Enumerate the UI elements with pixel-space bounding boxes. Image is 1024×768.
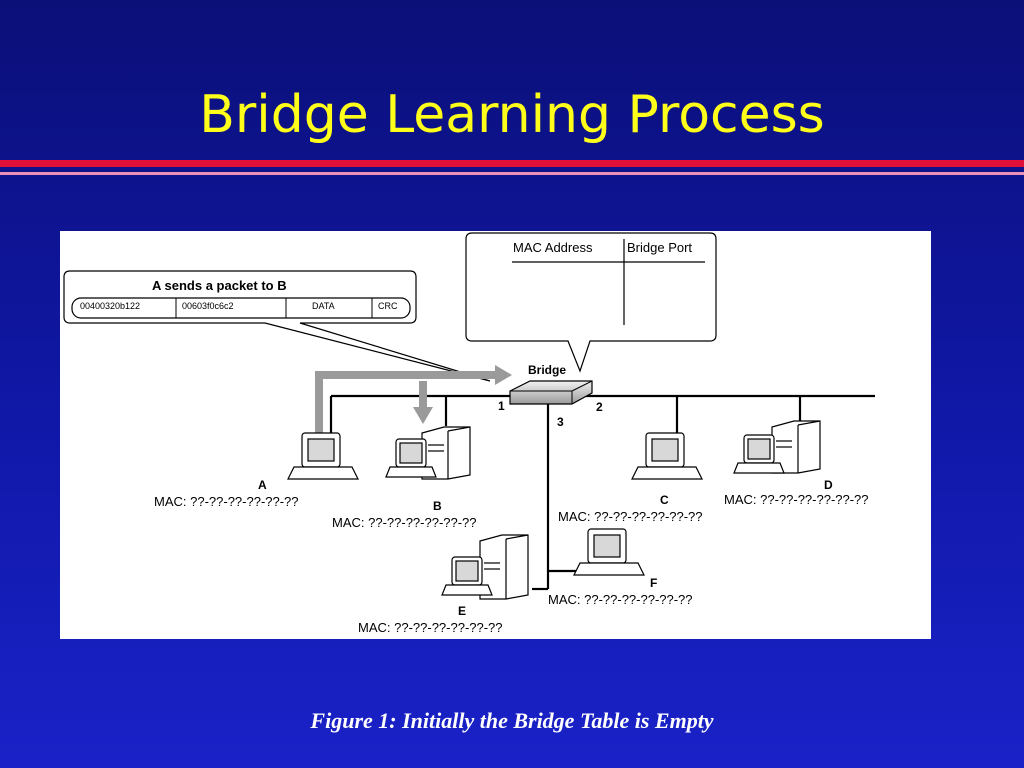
- node-f-letter: F: [650, 576, 658, 590]
- diagram-drawing: [63, 232, 875, 600]
- node-b-letter: B: [433, 499, 442, 513]
- node-e-mac: MAC: ??-??-??-??-??-??: [358, 620, 503, 635]
- node-d-letter: D: [824, 478, 833, 492]
- node-a-mac: MAC: ??-??-??-??-??-??: [154, 494, 299, 509]
- bridge-device: [509, 380, 593, 405]
- bridge-label: Bridge: [528, 363, 567, 377]
- title-rule-red: [0, 160, 1024, 167]
- slide-title: Bridge Learning Process: [199, 85, 825, 145]
- bridge-table-header-port: Bridge Port: [627, 240, 693, 255]
- port-1-label: 1: [498, 399, 505, 413]
- node-d-mac: MAC: ??-??-??-??-??-??: [724, 492, 869, 507]
- bridge-table-header-mac: MAC Address: [513, 240, 593, 255]
- port-2-label: 2: [596, 400, 603, 414]
- figure-caption: Figure 1: Initially the Bridge Table is …: [310, 708, 714, 733]
- title-rule-pink: [0, 172, 1024, 175]
- workstation-a: [287, 432, 359, 480]
- packet-field-data: DATA: [312, 301, 335, 311]
- workstation-c: [631, 432, 703, 480]
- packet-field-dest-mac: 00400320b122: [80, 301, 141, 311]
- node-f-mac: MAC: ??-??-??-??-??-??: [548, 592, 693, 607]
- server-b: [385, 426, 471, 480]
- server-d: [733, 420, 821, 474]
- node-a-letter: A: [258, 478, 267, 492]
- server-e: [441, 534, 529, 600]
- node-c-letter: C: [660, 493, 669, 507]
- bridge-table-callout: [465, 232, 717, 373]
- node-c-mac: MAC: ??-??-??-??-??-??: [558, 509, 703, 524]
- packet-flow-arrows: [315, 365, 512, 449]
- packet-field-crc: CRC: [378, 301, 398, 311]
- node-e-letter: E: [458, 604, 467, 618]
- packet-title: A sends a packet to B: [152, 278, 287, 293]
- workstation-f: [573, 528, 645, 576]
- packet-field-src-mac: 00603f0c6c2: [182, 301, 234, 311]
- network-diagram: A sends a packet to B 00400320b122 00603…: [60, 231, 931, 639]
- node-b-mac: MAC: ??-??-??-??-??-??: [332, 515, 477, 530]
- packet-frame: [71, 297, 411, 319]
- port-3-label: 3: [557, 415, 564, 429]
